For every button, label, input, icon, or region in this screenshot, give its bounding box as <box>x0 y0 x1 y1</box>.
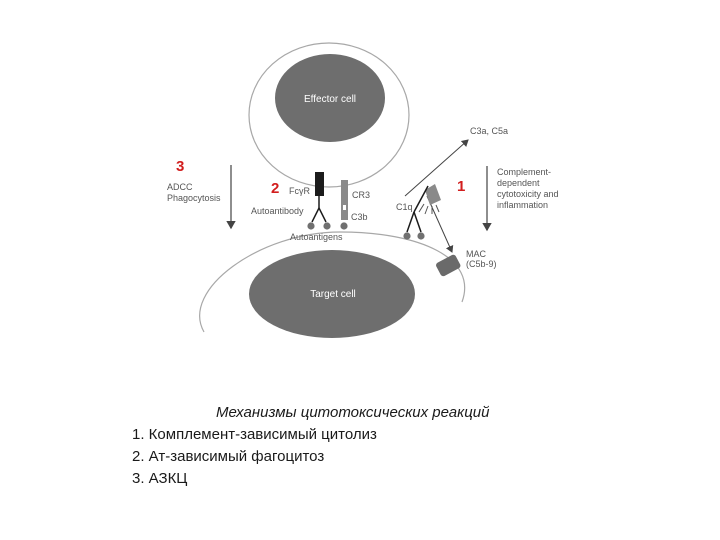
caption-item-2: 2. Ат-зависимый фагоцитоз <box>132 448 325 465</box>
caption-item-1: 1. Комплемент-зависимый цитолиз <box>132 426 377 443</box>
mac-pore <box>436 254 461 277</box>
target-cell: Target cell <box>199 231 466 338</box>
caption-list: 1. Комплемент-зависимый цитолиз 2. Ат-за… <box>132 424 692 490</box>
adcc-label: ADCC Phagocytosis <box>167 182 221 203</box>
number-1: 1 <box>457 178 465 195</box>
target-cell-label: Target cell <box>310 289 356 300</box>
c3a-c5a-arrow <box>404 139 469 197</box>
caption-title: Механизмы цитотоксических реакций <box>216 404 490 421</box>
fcr-receptor <box>315 172 324 208</box>
cr3-label: CR3 <box>352 190 370 200</box>
c3b-label: C3b <box>351 212 368 222</box>
fcr-label: FcγR <box>289 186 310 196</box>
caption-item-3: 3. АЗКЦ <box>132 470 188 487</box>
c3a-c5a-label: C3a, C5a <box>470 126 508 136</box>
autoantibody-label: Autoantibody <box>251 206 304 216</box>
effector-cell-label: Effector cell <box>304 94 356 105</box>
c1q-label: C1q <box>396 202 413 212</box>
c1q-complex <box>403 184 441 240</box>
mac-label: MAC (C5b-9) <box>466 249 497 269</box>
complement-label: Complement- dependent cytotoxicity and i… <box>497 167 561 210</box>
mac-arrow <box>426 195 454 253</box>
mechanism-diagram: Effector cell Target cell <box>167 42 561 338</box>
effector-cell: Effector cell <box>248 42 410 188</box>
autoantigens-label: Autoantigens <box>290 232 343 242</box>
number-2: 2 <box>271 180 279 197</box>
caption: Механизмы цитотоксических реакций 1. Ком… <box>132 402 692 490</box>
number-3: 3 <box>176 158 184 175</box>
autoantibody-molecule <box>307 207 331 230</box>
cr3-receptor <box>340 180 348 230</box>
